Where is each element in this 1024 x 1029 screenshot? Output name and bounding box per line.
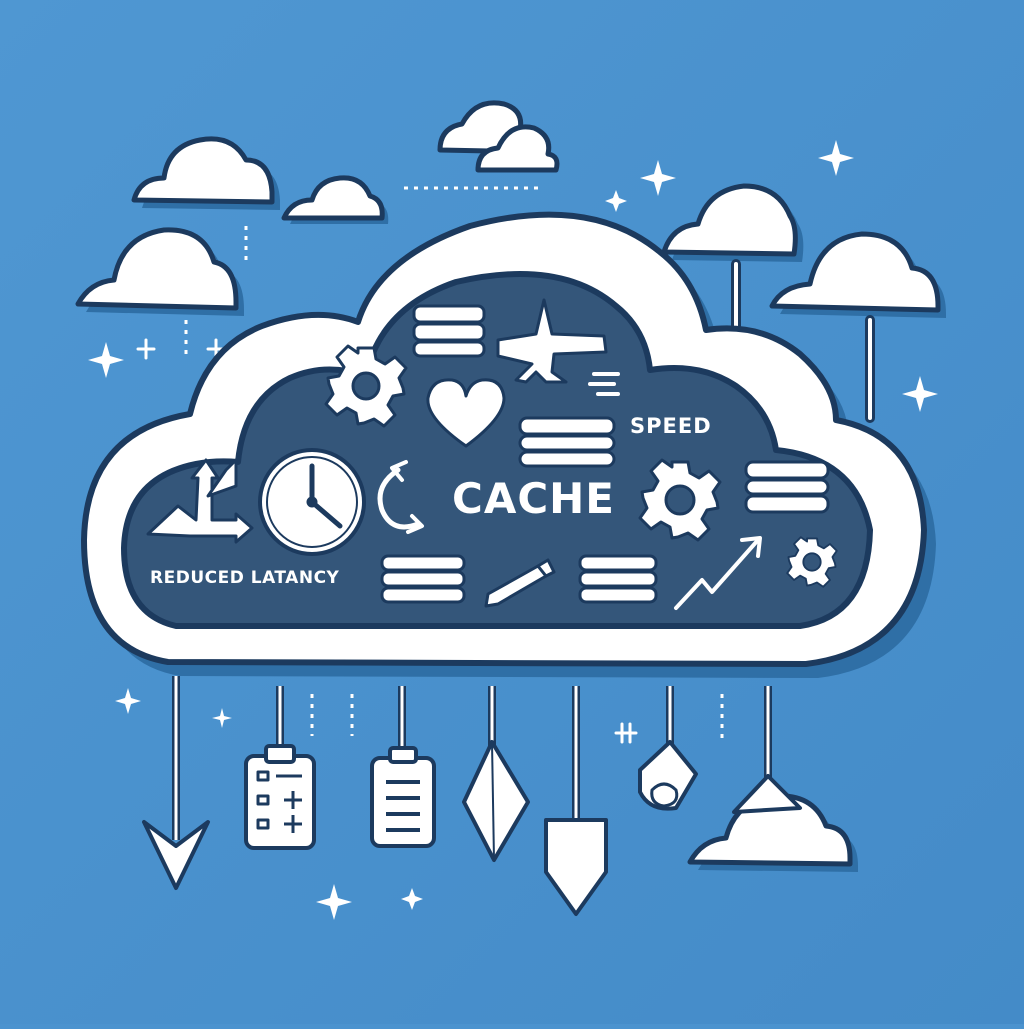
airplane-icon <box>496 298 608 384</box>
cloud-icon <box>131 136 280 210</box>
document-icon <box>370 686 436 848</box>
clock-icon <box>258 448 366 556</box>
refresh-icon <box>377 460 424 534</box>
arrow-down-icon <box>732 686 802 814</box>
clipboard-icon <box>244 686 316 850</box>
latency-label: REDUCED LATANCY <box>150 568 340 588</box>
gear-icon <box>638 458 722 542</box>
cloud-icon <box>281 175 389 224</box>
small-clouds <box>75 100 946 872</box>
sparkle-icon <box>88 140 938 920</box>
arrow-down-icon <box>142 676 210 890</box>
trend-arrow-icon <box>146 458 254 544</box>
speed-lines <box>588 372 620 396</box>
trend-arrow-icon <box>674 536 762 610</box>
droplet-icon <box>638 686 698 811</box>
cloud-icon <box>75 227 244 316</box>
diamond-icon <box>462 686 530 862</box>
speed-label: SPEED <box>630 414 712 438</box>
hanging-items <box>142 676 802 916</box>
heart-icon <box>426 378 506 448</box>
server-stack-icon <box>518 416 616 468</box>
pencil-icon <box>484 558 556 608</box>
dashed-lines <box>184 186 724 740</box>
cache-label: CACHE <box>452 474 615 523</box>
cloud-icon <box>661 183 804 262</box>
gear-icon <box>324 344 408 428</box>
arrow-down-icon <box>544 686 608 916</box>
server-stack-icon <box>412 304 486 358</box>
gear-icon <box>786 536 838 588</box>
server-stack-icon <box>744 460 830 514</box>
server-stack-icon <box>578 554 658 604</box>
cloud-icon <box>687 793 858 872</box>
cloud-icon <box>437 100 560 173</box>
server-stack-icon <box>380 554 466 604</box>
cloud-icon <box>769 231 946 318</box>
